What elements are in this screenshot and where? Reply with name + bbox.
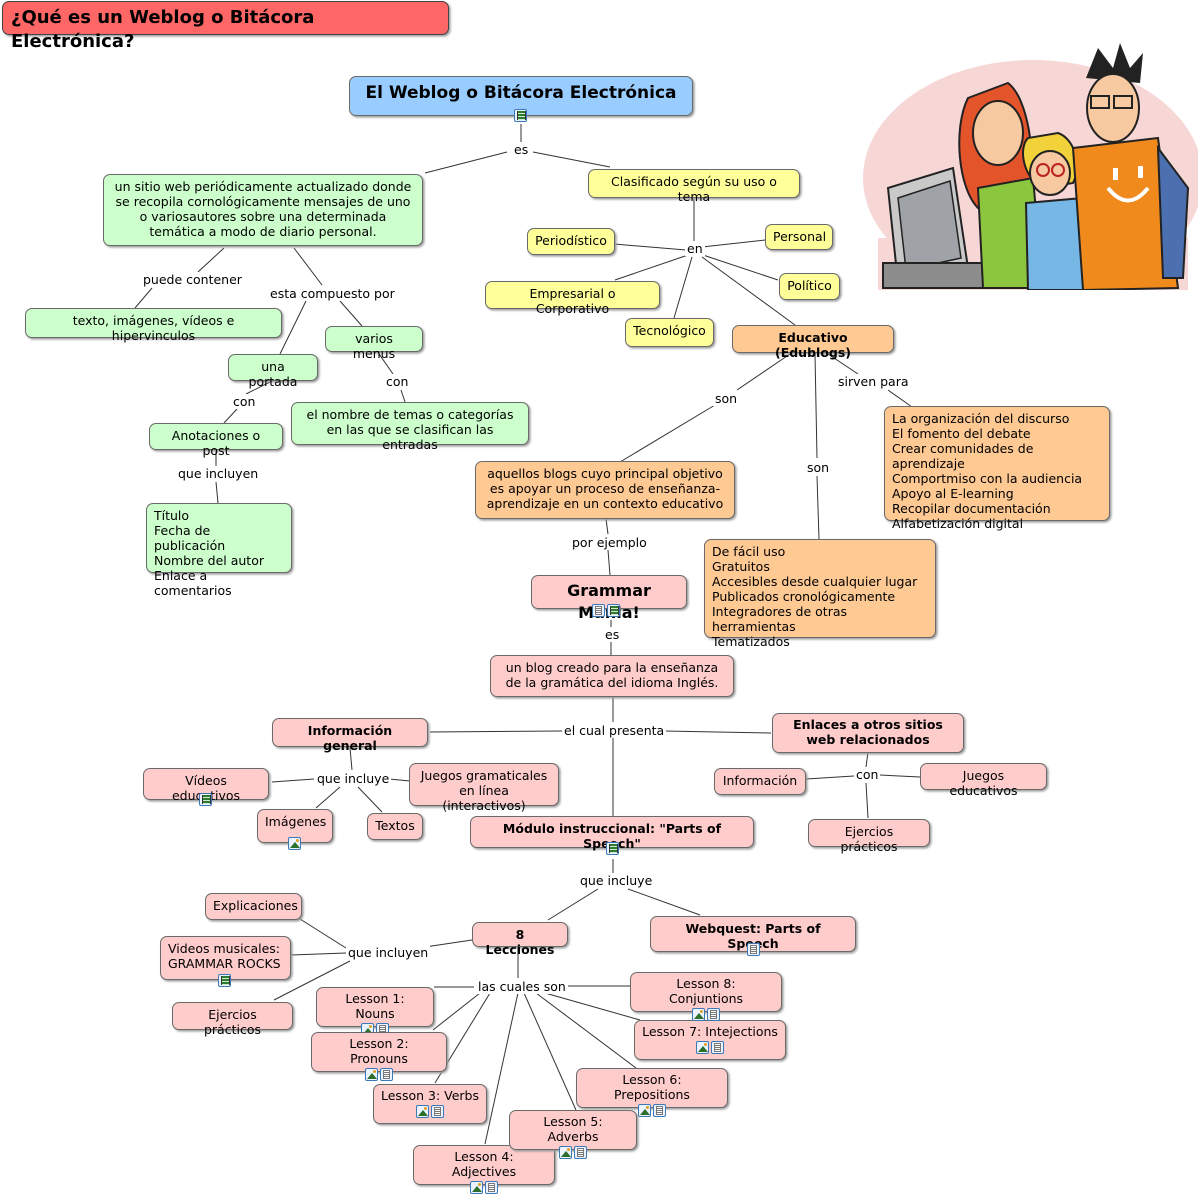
- type-empresarial[interactable]: Empresarial o Corporativo: [485, 281, 660, 316]
- grammar-desc-node[interactable]: un blog creado para la enseñanza de la g…: [490, 655, 734, 697]
- link-label-es-grammar: es: [603, 627, 622, 642]
- lesson-7-doc-icon[interactable]: [711, 1041, 724, 1054]
- link-label-por-ejemplo: por ejemplo: [570, 535, 649, 550]
- edublogs-uses-node[interactable]: La organización del discurso El fomento …: [884, 406, 1110, 531]
- lesson-2-doc-icon[interactable]: [380, 1068, 393, 1081]
- page-title: ¿Qué es un Weblog o Bitácora Electrónica…: [2, 1, 449, 52]
- link-label-con-links: con: [854, 767, 881, 782]
- lesson-5-label: Lesson 5: Adverbs: [543, 1114, 603, 1144]
- grammar-mania-icons: [592, 604, 620, 617]
- link-label-el-cual-presenta: el cual presenta: [562, 723, 667, 738]
- type-educativo[interactable]: Educativo (Edublogs): [732, 325, 894, 360]
- links-games-node[interactable]: Juegos educativos: [920, 763, 1047, 798]
- module-video-icon[interactable]: [606, 842, 619, 855]
- link-label-las-cuales-son: las cuales son: [476, 979, 568, 994]
- link-label-es: es: [512, 142, 531, 157]
- info-general-node[interactable]: Información general: [272, 718, 428, 753]
- root-video-icon[interactable]: [514, 109, 527, 122]
- links-node[interactable]: Enlaces a otros sitios web relacionados: [772, 713, 964, 753]
- lesson-2-image-icon[interactable]: [365, 1068, 378, 1081]
- lesson-7-node[interactable]: Lesson 7: Intejections: [634, 1020, 786, 1060]
- type-politico[interactable]: Político: [779, 273, 840, 300]
- portada-node[interactable]: una portada: [228, 354, 318, 389]
- type-personal[interactable]: Personal: [765, 224, 833, 250]
- lesson-3-node[interactable]: Lesson 3: Verbs: [373, 1084, 487, 1124]
- type-periodistico[interactable]: Periodístico: [527, 228, 615, 255]
- link-label-que-incluye-info: que incluye: [315, 771, 392, 786]
- edublogs-purpose-node[interactable]: aquellos blogs cuyo principal objetivo e…: [475, 461, 735, 519]
- lesson-7-image-icon[interactable]: [696, 1041, 709, 1054]
- lesson-8-image-icon[interactable]: [692, 1008, 705, 1021]
- menus-node[interactable]: varios menus: [325, 326, 423, 361]
- lesson-6-node[interactable]: Lesson 6: Prepositions: [576, 1068, 728, 1117]
- link-label-que-incluye-module: que incluye: [578, 873, 655, 888]
- lesson-8-node[interactable]: Lesson 8: Conjuntions: [630, 972, 782, 1021]
- music-video-icon[interactable]: [218, 974, 231, 987]
- type-tecnologico[interactable]: Tecnológico: [625, 318, 714, 347]
- info-videos-video-icon[interactable]: [199, 793, 212, 806]
- link-label-en: en: [685, 241, 705, 256]
- root-title: El Weblog o Bitácora Electrónica: [365, 83, 677, 103]
- can-contain-node[interactable]: texto, imágenes, vídeos e hipervinculos: [25, 308, 282, 343]
- lesson-8-doc-icon[interactable]: [707, 1008, 720, 1021]
- info-texts-node[interactable]: Textos: [367, 813, 423, 840]
- posts-include-node[interactable]: Título Fecha de publicación Nombre del a…: [146, 503, 292, 598]
- link-label-con-menus: con: [384, 374, 411, 389]
- lesson-7-label: Lesson 7: Intejections: [642, 1024, 778, 1039]
- lesson-5-doc-icon[interactable]: [574, 1146, 587, 1159]
- lesson-4-doc-icon[interactable]: [485, 1181, 498, 1194]
- link-label-con-portada: con: [231, 394, 258, 409]
- link-label-que-incluyen-lessons: que incluyen: [346, 945, 431, 960]
- links-info-node[interactable]: Información: [714, 768, 806, 795]
- link-label-esta-compuesto-por: esta compuesto por: [268, 286, 397, 301]
- lesson-6-image-icon[interactable]: [638, 1104, 651, 1117]
- info-images-image-icon[interactable]: [288, 837, 301, 850]
- lesson-6-doc-icon[interactable]: [653, 1104, 666, 1117]
- lesson-4-label: Lesson 4: Adjectives: [451, 1149, 517, 1179]
- lesson-1-label: Lesson 1: Nouns: [345, 991, 405, 1021]
- lesson-3-doc-icon[interactable]: [431, 1105, 444, 1118]
- grammar-doc-icon[interactable]: [592, 604, 605, 617]
- posts-node[interactable]: Anotaciones o post: [149, 423, 283, 458]
- lessons-node[interactable]: 8 Lecciones: [472, 922, 568, 957]
- lesson-2-node[interactable]: Lesson 2: Pronouns: [311, 1032, 447, 1081]
- grammar-video-icon[interactable]: [607, 604, 620, 617]
- lesson-3-label: Lesson 3: Verbs: [381, 1088, 479, 1103]
- grammar-mania-node[interactable]: Grammar Mania!: [531, 575, 687, 622]
- classification-node[interactable]: Clasificado según su uso o tema: [588, 169, 800, 204]
- menus-detail-node[interactable]: el nombre de temas o categorías en las q…: [291, 402, 529, 452]
- info-games-node[interactable]: Juegos gramaticales en línea (interactiv…: [409, 763, 559, 813]
- lesson-3-image-icon[interactable]: [416, 1105, 429, 1118]
- lesson-8-label: Lesson 8: Conjuntions: [668, 976, 744, 1006]
- lessons-exercises-node[interactable]: Ejercios prácticos: [172, 1002, 293, 1037]
- link-label-son-2: son: [805, 460, 832, 475]
- link-label-sirven-para: sirven para: [836, 374, 911, 389]
- lesson-4-node[interactable]: Lesson 4: Adjectives: [413, 1145, 555, 1194]
- links-exercises-node[interactable]: Ejercios prácticos: [808, 819, 930, 854]
- students-at-computer-illustration: [858, 38, 1200, 296]
- lesson-2-label: Lesson 2: Pronouns: [349, 1036, 409, 1066]
- link-label-que-incluyen-posts: que incluyen: [176, 466, 261, 481]
- link-label-son-1: son: [713, 391, 740, 406]
- lesson-5-node[interactable]: Lesson 5: Adverbs: [509, 1110, 637, 1159]
- lesson-4-image-icon[interactable]: [470, 1181, 483, 1194]
- lesson-5-image-icon[interactable]: [559, 1146, 572, 1159]
- definition-node[interactable]: un sitio web periódicamente actualizado …: [103, 174, 423, 246]
- webquest-doc-icon[interactable]: [747, 943, 760, 956]
- edublogs-traits-node[interactable]: De fácil uso Gratuitos Accesibles desde …: [704, 539, 936, 649]
- link-label-puede-contener: puede contener: [141, 272, 244, 287]
- lesson-1-node[interactable]: Lesson 1: Nouns: [316, 987, 434, 1036]
- lesson-6-label: Lesson 6: Prepositions: [614, 1072, 690, 1102]
- lessons-explain-node[interactable]: Explicaciones: [205, 893, 302, 920]
